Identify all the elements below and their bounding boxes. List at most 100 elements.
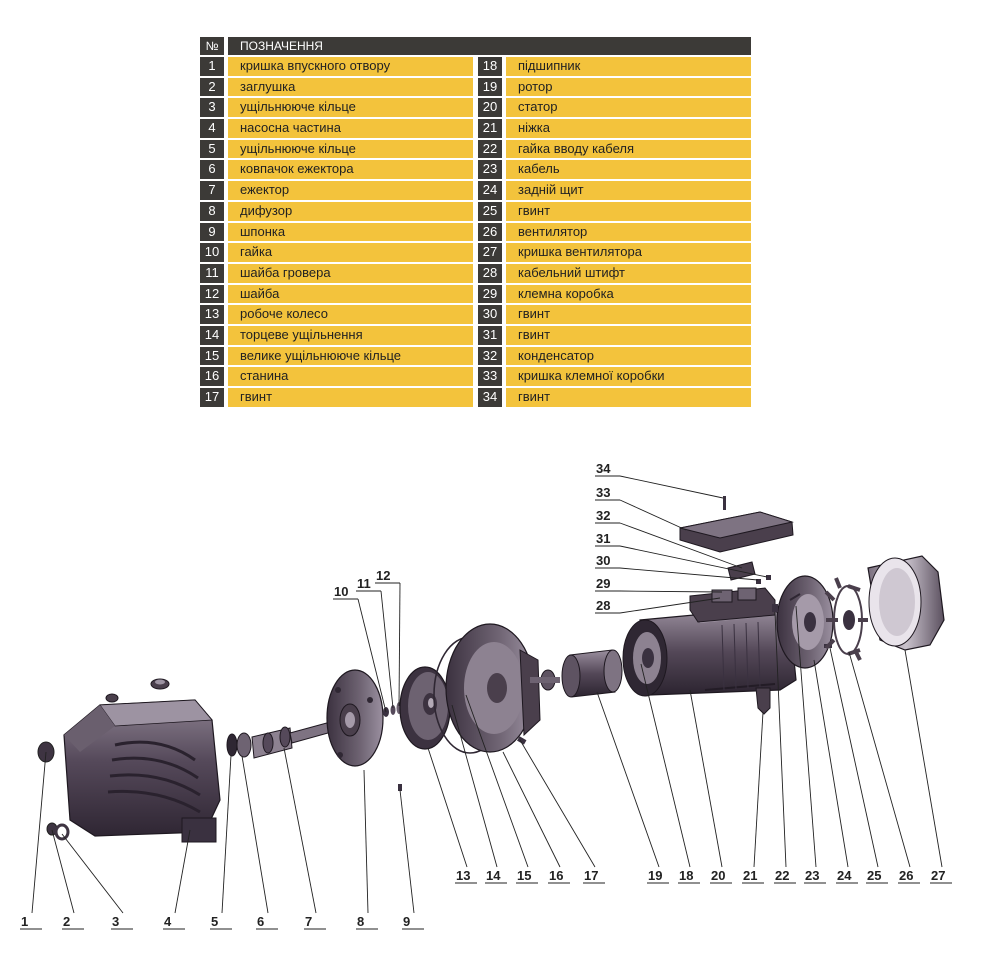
legend-item-label: станина — [228, 367, 473, 386]
legend-item-label: клемна коробка — [506, 284, 751, 304]
cable-gland-part — [772, 604, 778, 612]
legend-item-label: шпонка — [228, 222, 473, 242]
callout-leader-line — [813, 659, 849, 868]
bracket-part — [445, 623, 541, 753]
pump-body-part — [63, 678, 221, 843]
legend-item-number: 14 — [200, 325, 224, 345]
legend-item-label: шайба гровера — [228, 263, 473, 283]
callout-label: 15 — [517, 868, 531, 883]
callout-label: 3 — [112, 914, 119, 929]
legend-item-number: 33 — [478, 367, 502, 386]
callout-leader-line — [283, 747, 317, 914]
ejector-cap-part — [236, 732, 252, 758]
legend-item-number: 10 — [200, 243, 224, 262]
legend-item-label: кришка впускного отвору — [228, 57, 473, 76]
legend-item-number: 15 — [200, 346, 224, 366]
callout-leader-line — [753, 711, 764, 868]
callout-label: 25 — [867, 868, 881, 883]
callout-label: 18 — [679, 868, 693, 883]
legend-item-number: 20 — [478, 98, 502, 118]
legend-item-label: кришка вентилятора — [506, 243, 751, 262]
callout-leader-line — [619, 499, 687, 531]
legend-item-label: насосна частина — [228, 119, 473, 138]
callout-label: 20 — [711, 868, 725, 883]
legend-item-number: 3 — [200, 98, 224, 118]
callout-leader-line — [848, 651, 911, 868]
legend-header-number: № — [200, 37, 224, 55]
spring-washer-part — [390, 705, 396, 715]
callout-label: 34 — [596, 461, 611, 476]
legend-item-number: 13 — [200, 305, 224, 324]
legend-item-number: 34 — [478, 388, 502, 407]
legend-item-number: 25 — [478, 201, 502, 221]
callout-label: 23 — [805, 868, 819, 883]
cover-screw-part — [723, 496, 726, 510]
callout-label: 5 — [211, 914, 218, 929]
callout-leader-line — [174, 829, 191, 914]
legend-item-number: 8 — [200, 201, 224, 221]
callout-leader-line — [774, 611, 787, 868]
callout-leader-line — [502, 751, 561, 868]
callout-leader-line — [689, 689, 723, 868]
callout-leader-line — [363, 769, 369, 914]
legend-item-number: 23 — [478, 160, 502, 180]
callout-label: 13 — [456, 868, 470, 883]
legend-item-number: 1 — [200, 57, 224, 76]
terminal-box-part — [689, 587, 776, 623]
legend-item-label: гвинт — [506, 388, 751, 407]
legend-item-number: 30 — [478, 305, 502, 324]
rotor-shaft — [530, 677, 560, 683]
capacitor-part — [727, 561, 756, 581]
legend-item-number: 2 — [200, 77, 224, 97]
screw-31-part — [766, 575, 771, 580]
legend-item-label: кабель — [506, 160, 751, 180]
legend-item-label: конденсатор — [506, 346, 751, 366]
callout-label: 21 — [743, 868, 757, 883]
callout-leader-line — [596, 691, 660, 868]
legend-item-label: гвинт — [228, 388, 473, 407]
callout-label: 30 — [596, 553, 610, 568]
legend-item-number: 16 — [200, 367, 224, 386]
legend-item-number: 6 — [200, 160, 224, 180]
legend-item-number: 28 — [478, 263, 502, 283]
callout-leader-line — [795, 605, 817, 868]
callout-leader-line — [619, 545, 768, 578]
callout-label: 2 — [63, 914, 70, 929]
callout-label: 7 — [305, 914, 312, 929]
callout-label: 29 — [596, 576, 610, 591]
legend-item-number: 19 — [478, 77, 502, 97]
legend-item-label: гайка — [228, 243, 473, 262]
legend-item-number: 7 — [200, 181, 224, 200]
legend-item-label: ежектор — [228, 181, 473, 200]
callout-leader-line — [465, 694, 529, 868]
legend-item-label: торцеве ущільнення — [228, 325, 473, 345]
callout-leader-line — [51, 829, 75, 914]
legend-item-label: гайка вводу кабеля — [506, 139, 751, 159]
legend-header: № ПОЗНАЧЕННЯ — [200, 37, 751, 55]
legend-item-label: статор — [506, 98, 751, 118]
impeller-part — [399, 666, 451, 750]
legend-item-label: кабельний штифт — [506, 263, 751, 283]
legend-item-number: 24 — [478, 181, 502, 200]
legend-item-number: 4 — [200, 119, 224, 138]
